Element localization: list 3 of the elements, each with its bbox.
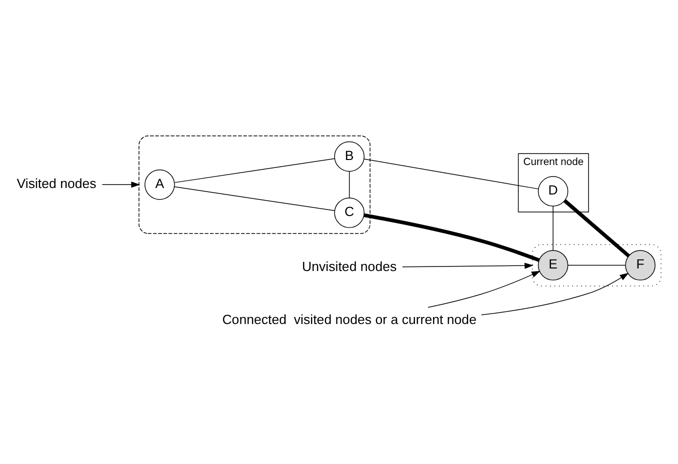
node-text: Connected visited nodes or a current node [222, 312, 476, 327]
node-text: Visited nodes [16, 176, 96, 191]
node-text: Unvisited nodes [302, 258, 397, 274]
